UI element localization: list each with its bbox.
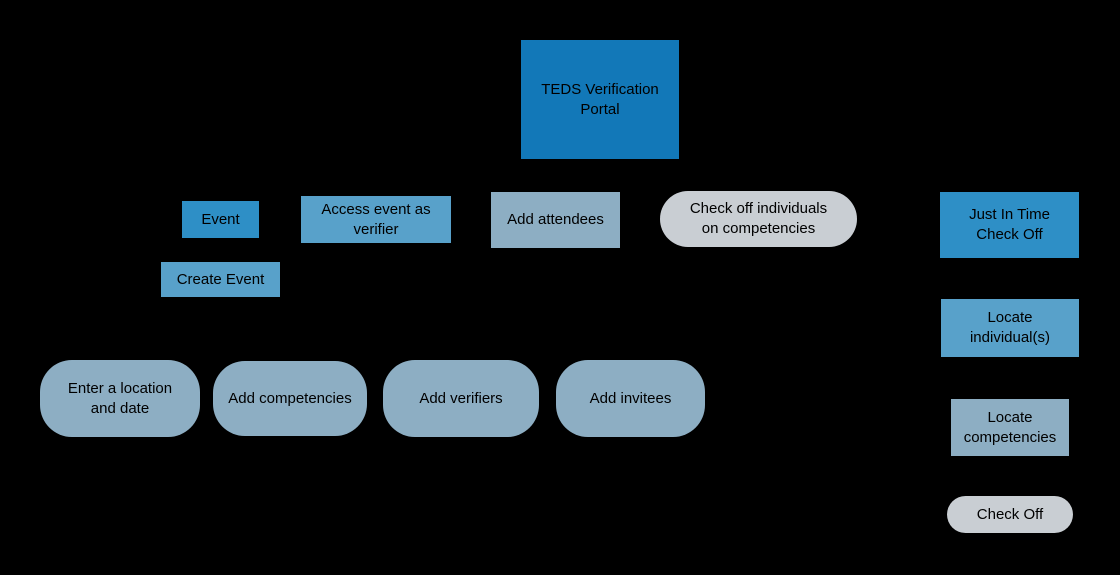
node-add-attendees: Add attendees xyxy=(491,192,620,248)
node-event: Event xyxy=(182,201,259,238)
node-create-event: Create Event xyxy=(161,262,280,297)
node-label: Locate competencies xyxy=(963,408,1057,446)
node-label: Enter a location and date xyxy=(67,379,173,417)
node-label: Access event as verifier xyxy=(321,200,431,238)
node-label: Check off individuals on competencies xyxy=(689,200,828,237)
node-access-event-as-verifier: Access event as verifier xyxy=(301,196,451,243)
node-label: Just In Time Check Off xyxy=(969,206,1050,243)
node-label: Event xyxy=(201,210,240,228)
node-label: Check Off xyxy=(976,505,1044,523)
node-label: Create Event xyxy=(176,270,265,288)
node-teds-verification-portal: TEDS Verification Portal xyxy=(521,40,679,159)
node-label: Add attendees xyxy=(507,211,604,229)
node-enter-location-and-date: Enter a location and date xyxy=(40,360,200,437)
node-label: Add competencies xyxy=(228,389,352,407)
node-label: TEDS Verification Portal xyxy=(541,80,659,118)
node-locate-individuals: Locate individual(s) xyxy=(941,299,1079,357)
node-label: Add invitees xyxy=(589,389,672,407)
node-label: Add verifiers xyxy=(419,389,503,407)
node-label: Locate individual(s) xyxy=(969,309,1051,346)
node-add-verifiers: Add verifiers xyxy=(383,360,539,437)
node-check-off: Check Off xyxy=(947,496,1073,533)
node-add-invitees: Add invitees xyxy=(556,360,705,437)
node-add-competencies: Add competencies xyxy=(213,361,367,436)
node-locate-competencies: Locate competencies xyxy=(951,399,1069,456)
node-check-off-individuals-on-competencies: Check off individuals on competencies xyxy=(660,191,857,247)
node-just-in-time-check-off: Just In Time Check Off xyxy=(940,192,1079,258)
